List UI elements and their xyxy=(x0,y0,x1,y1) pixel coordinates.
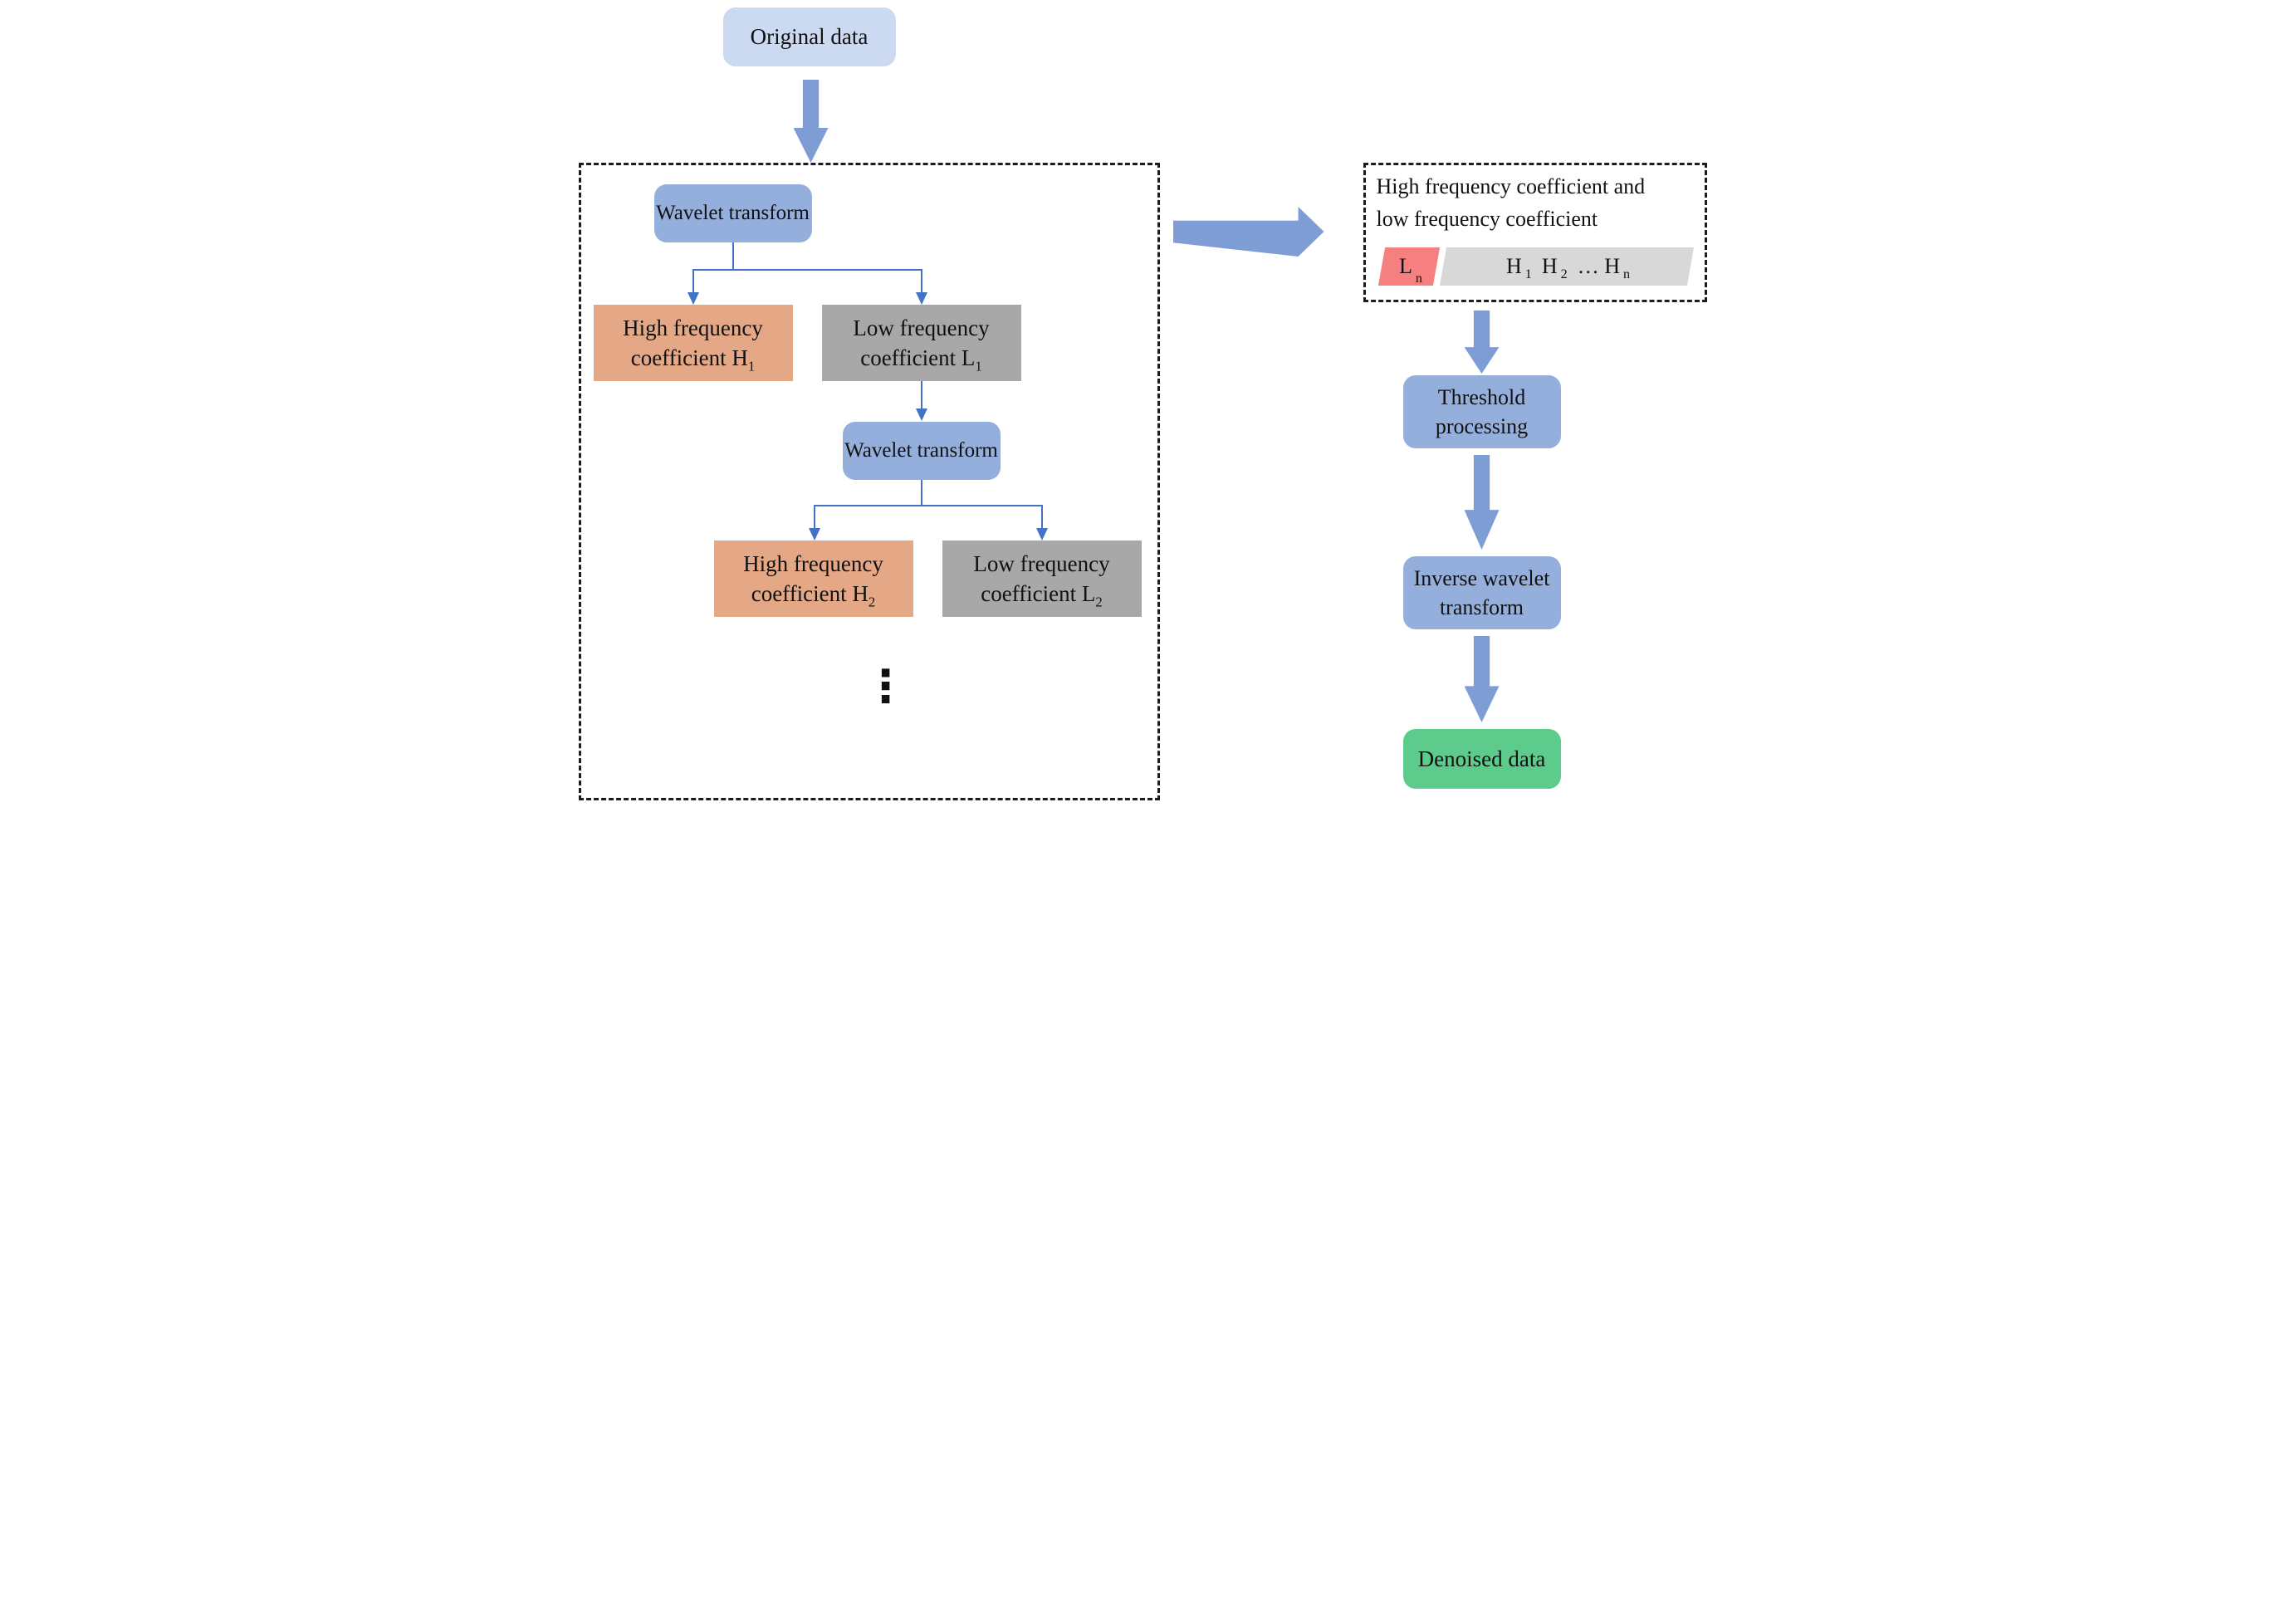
connector-wavelet2-left-branch xyxy=(813,505,815,528)
l2-line2: coefficient L2 xyxy=(981,581,1103,610)
coefficient-summary-caption-line2: low frequency coefficient xyxy=(1376,207,1598,231)
inverse-line2: transform xyxy=(1439,595,1524,619)
block-arrow-threshold-to-inverse-icon xyxy=(1464,455,1500,550)
l1-line1: Low frequency xyxy=(853,315,990,340)
connector-wavelet2-right-branch xyxy=(1040,505,1043,528)
node-wavelet-transform-1: Wavelet transform xyxy=(653,184,812,242)
connector-wavelet2-stem xyxy=(920,480,922,506)
l1-line2: coefficient L1 xyxy=(860,345,982,374)
node-original-data: Original data xyxy=(722,7,896,66)
node-wavelet-transform-1-label: Wavelet transform xyxy=(656,202,810,225)
coefficient-summary-caption: High frequency coefficient and low frequ… xyxy=(1377,170,1697,235)
connector-l1-to-wavelet2 xyxy=(920,381,922,409)
inverse-line1: Inverse wavelet xyxy=(1413,565,1550,590)
h1-line2: coefficient H1 xyxy=(630,345,756,374)
node-inverse-wavelet-transform: Inverse wavelet transform xyxy=(1402,556,1561,629)
node-low-frequency-coefficient-2: Low frequency coefficient L2 xyxy=(942,541,1142,617)
connector-wavelet1-stem xyxy=(732,242,734,270)
decomposition-dashed-box xyxy=(578,163,1160,800)
node-threshold-processing: Threshold processing xyxy=(1402,375,1561,448)
threshold-line1: Threshold xyxy=(1437,384,1526,409)
block-arrow-summary-to-threshold-icon xyxy=(1464,311,1500,374)
arrowhead-to-h1-icon xyxy=(687,292,699,305)
block-arrow-inverse-to-denoised-icon xyxy=(1464,636,1500,722)
arrowhead-to-h2-icon xyxy=(808,528,820,541)
coefficient-summary-dashed-box xyxy=(1363,163,1707,302)
ellipsis: ⋮ xyxy=(863,660,908,712)
block-arrow-original-to-decomposition-icon xyxy=(793,80,829,163)
l2-line1: Low frequency xyxy=(973,550,1110,576)
node-high-frequency-coefficient-1: High frequency coefficient H1 xyxy=(593,305,793,381)
flowchart-canvas: Original data Wavelet transform High fre… xyxy=(572,0,1718,812)
h2-line1: High frequency xyxy=(743,550,883,576)
node-denoised-data: Denoised data xyxy=(1402,729,1561,789)
arrowhead-to-wavelet2-icon xyxy=(915,408,927,421)
node-high-frequency-coefficient-2: High frequency coefficient H2 xyxy=(713,541,913,617)
connector-wavelet1-right-branch xyxy=(920,269,922,292)
h1-line1: High frequency xyxy=(623,315,763,340)
block-arrow-decomposition-to-summary-icon xyxy=(1172,207,1324,257)
connector-wavelet1-split xyxy=(692,269,922,271)
arrowhead-to-l1-icon xyxy=(915,292,927,305)
threshold-line2: processing xyxy=(1435,414,1529,438)
connector-wavelet1-left-branch xyxy=(692,269,694,292)
node-wavelet-transform-2: Wavelet transform xyxy=(842,422,1001,480)
node-wavelet-transform-2-label: Wavelet transform xyxy=(844,439,998,462)
h2-line2: coefficient H2 xyxy=(751,581,876,610)
node-original-data-label: Original data xyxy=(750,24,869,50)
node-low-frequency-coefficient-1: Low frequency coefficient L1 xyxy=(821,305,1021,381)
connector-wavelet2-split xyxy=(813,505,1043,506)
node-denoised-data-label: Denoised data xyxy=(1417,746,1546,771)
coefficient-summary-caption-line1: High frequency coefficient and xyxy=(1376,174,1646,198)
arrowhead-to-l2-icon xyxy=(1035,528,1048,541)
